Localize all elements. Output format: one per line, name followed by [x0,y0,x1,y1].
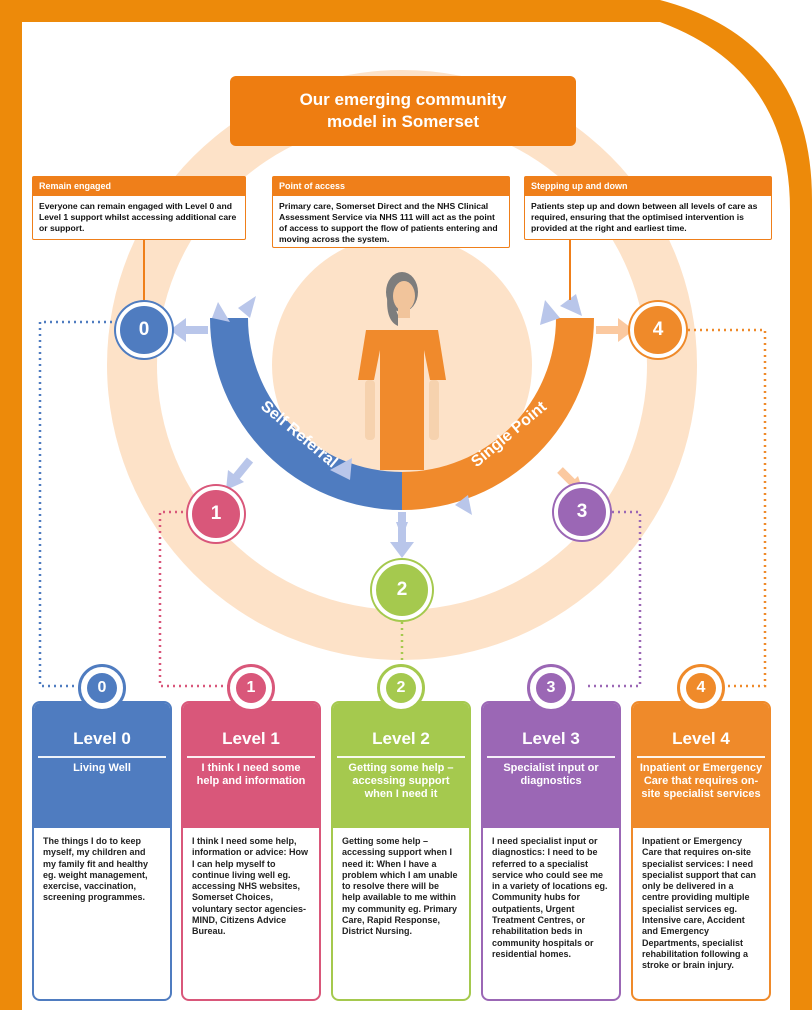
info-text: Everyone can remain engaged with Level 0… [39,201,237,233]
level-badge-4: 4 [677,664,725,712]
level-description: The things I do to keep myself, my child… [43,836,149,903]
level-subtitle: Inpatient or Emergency Care that require… [639,761,763,800]
title-box: Our emerging community model in Somerset [230,76,576,146]
level-title: Level 1 [222,729,280,748]
circle-4: 4 [630,302,686,358]
level-subtitle: Specialist input or diagnostics [503,761,599,787]
level-card-0: Level 0 Living Well The things I do to k… [32,701,172,1001]
info-box-stepping-up-down: Stepping up and down Patients step up an… [524,176,772,240]
level-card-2: Level 2 Getting some help – accessing su… [331,701,471,1001]
level-description: Inpatient or Emergency Care that require… [642,836,757,971]
level-title: Level 4 [672,729,730,748]
single-point-arc [402,318,594,510]
info-box-remain-engaged: Remain engaged Everyone can remain engag… [32,176,246,240]
level-badge-0: 0 [78,664,126,712]
level-description: Getting some help – accessing support wh… [342,836,458,937]
level-badge-3: 3 [527,664,575,712]
info-heading: Point of access [273,177,509,196]
level-description: I need specialist input or diagnostics: … [492,836,608,959]
level-number: 3 [536,673,566,703]
level-subtitle: Getting some help – accessing support wh… [348,761,454,800]
info-text: Patients step up and down between all le… [531,201,758,233]
level-badge-2: 2 [377,664,425,712]
level-number: 4 [686,673,716,703]
info-heading: Stepping up and down [525,177,771,196]
level-card-1: Level 1 I think I need some help and inf… [181,701,321,1001]
level-title: Level 0 [73,729,131,748]
level-number: 2 [386,673,416,703]
level-description: I think I need some help, information or… [192,836,309,937]
level-title: Level 2 [372,729,430,748]
info-text: Primary care, Somerset Direct and the NH… [279,201,498,244]
self-referral-arc [210,318,402,510]
circle-1: 1 [188,486,244,542]
level-title: Level 3 [522,729,580,748]
level-subtitle: Living Well [73,761,131,774]
circle-3: 3 [554,484,610,540]
info-box-point-of-access: Point of access Primary care, Somerset D… [272,176,510,248]
level-number: 1 [236,673,266,703]
level-card-4: Level 4 Inpatient or Emergency Care that… [631,701,771,1001]
level-card-3: Level 3 Specialist input or diagnostics … [481,701,621,1001]
person-icon [358,272,446,470]
level-number: 0 [87,673,117,703]
info-heading: Remain engaged [33,177,245,196]
circle-0: 0 [116,302,172,358]
level-subtitle: I think I need some help and information [196,761,306,787]
level-badge-1: 1 [227,664,275,712]
circle-2: 2 [372,560,432,620]
page-title: Our emerging community model in Somerset [299,90,507,131]
